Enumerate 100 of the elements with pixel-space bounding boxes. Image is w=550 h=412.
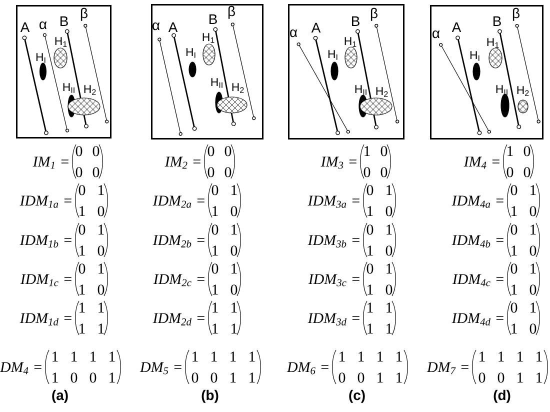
- matrix-entry: 0: [380, 146, 388, 156]
- matrix-entry: 0: [208, 146, 214, 156]
- matrix-entry: 1: [530, 185, 536, 195]
- matrix-entry: 0: [510, 302, 518, 313]
- matrix-entry: 1: [212, 206, 218, 216]
- panel-caption: (d): [494, 390, 510, 403]
- matrix-entry: 0: [510, 224, 518, 235]
- matrix-entry: 1: [368, 302, 373, 312]
- ellipse-label: H$_{I}$: [186, 48, 196, 58]
- matrix-entry: 1: [232, 185, 237, 195]
- matrix-entry: 1: [80, 324, 85, 334]
- matrix-name: IDM$_{3a}$ =: [308, 196, 360, 208]
- ellipse-label: H$_{1}$: [202, 33, 214, 43]
- line-label: β: [228, 6, 235, 19]
- matrix-entry: 0: [524, 167, 530, 178]
- matrix-entry: 1: [386, 302, 392, 312]
- matrix-name: IDM$_{2d}$ =: [152, 313, 204, 326]
- matrix-entry: 1: [480, 352, 485, 362]
- matrix-entry: 1: [98, 185, 104, 195]
- matrix-entry: 0: [478, 372, 486, 383]
- matrix-name: IDM$_{2a}$ =: [152, 196, 204, 208]
- matrix-name: IDM$_{3d}$ =: [308, 313, 360, 326]
- matrix-entry: 1: [530, 264, 536, 274]
- matrix-entry: 0: [76, 167, 82, 178]
- ellipse-label: H$_{II}$: [496, 85, 508, 95]
- matrix-entry: 0: [386, 246, 392, 256]
- matrix-name: IDM$_{3c}$ =: [308, 274, 360, 286]
- panel-frame: [430, 5, 544, 140]
- ellipse-label: H$_{I}$: [470, 51, 480, 61]
- matrix-name: IDM$_{2c}$ =: [153, 274, 204, 286]
- matrix-entry: 1: [396, 372, 402, 382]
- matrix-name: IDM$_{4a}$ =: [452, 196, 504, 208]
- ellipse-label: H$_{2}$: [84, 85, 96, 95]
- line-label: B: [60, 16, 68, 26]
- matrix-entry: 0: [230, 206, 238, 216]
- matrix-entry: 1: [386, 224, 392, 234]
- matrix-entry: 0: [530, 284, 536, 295]
- matrix-entry: 1: [512, 284, 517, 294]
- matrix-entry: 0: [230, 246, 238, 256]
- matrix-entry: 1: [378, 372, 383, 382]
- line-label: A: [168, 22, 178, 32]
- matrix-name: DM$_{4}$ =: [0, 362, 42, 374]
- ellipse-label: H$_{II}$: [63, 83, 74, 93]
- line-label: A: [452, 22, 462, 32]
- matrix-name: IM$_{3}$ =: [320, 156, 356, 169]
- line-label: β: [512, 8, 520, 21]
- matrix-entry: 0: [366, 185, 374, 196]
- matrix-entry: 1: [212, 246, 218, 256]
- ellipse-label: H$_{1}$: [55, 37, 67, 47]
- matrix-entry: 1: [536, 372, 542, 382]
- matrix-entry: 1: [364, 146, 370, 156]
- matrix-name: IM$_{4}$ =: [464, 156, 500, 169]
- ellipse-label: H$_{1}$: [344, 37, 356, 47]
- matrix-name: IDM$_{4c}$ =: [452, 274, 504, 286]
- matrix-entry: 0: [78, 185, 86, 196]
- matrix-entry: 1: [508, 146, 513, 156]
- ellipse-label: H$_{2}$: [517, 86, 529, 96]
- panel-caption: (a): [52, 390, 68, 403]
- panel-frame: [288, 4, 404, 140]
- matrix-entry: 1: [98, 302, 104, 312]
- matrix-entry: 0: [98, 246, 104, 256]
- matrix-entry: 1: [80, 206, 85, 216]
- line-label: α: [152, 22, 160, 30]
- matrix-entry: 0: [90, 372, 96, 383]
- matrix-entry: 0: [358, 372, 364, 383]
- matrix-entry: 1: [498, 352, 504, 362]
- line-label: β: [80, 8, 88, 21]
- matrix-entry: 0: [92, 146, 100, 156]
- matrix-entry: 0: [212, 224, 218, 235]
- matrix-entry: 1: [80, 284, 85, 294]
- matrix-entry: 1: [232, 264, 237, 274]
- matrix-entry: 0: [98, 284, 104, 295]
- matrix-entry: 0: [230, 284, 238, 295]
- matrix-entry: 0: [224, 146, 232, 156]
- matrix-name: IDM$_{3b}$ =: [308, 235, 360, 248]
- matrix-entry: 0: [498, 372, 504, 383]
- panel-frame: [16, 5, 112, 138]
- matrix-entry: 0: [524, 146, 530, 156]
- matrix-entry: 1: [386, 264, 392, 274]
- matrix-entry: 1: [368, 246, 373, 256]
- panel-frame: [151, 4, 264, 140]
- matrix-name: IDM$_{1d}$ =: [20, 313, 72, 326]
- line-label: B: [494, 16, 501, 26]
- matrix-entry: 0: [530, 246, 536, 256]
- ellipse-label: H$_{II}$: [211, 78, 222, 88]
- matrix-entry: 1: [80, 302, 85, 312]
- matrix-entry: 1: [368, 284, 373, 294]
- line-label: α: [290, 30, 298, 38]
- matrix-entry: 1: [386, 185, 392, 195]
- line-label: β: [370, 8, 378, 21]
- matrix-entry: 1: [110, 372, 115, 382]
- matrix-entry: 0: [366, 224, 374, 235]
- matrix-entry: 1: [232, 324, 237, 334]
- ellipse-label: H$_{1}$: [487, 38, 499, 48]
- matrix-entry: 1: [530, 224, 536, 234]
- matrix-entry: 1: [386, 324, 392, 334]
- matrix-entry: 1: [72, 352, 77, 362]
- matrix-entry: 1: [212, 352, 217, 362]
- matrix-entry: 0: [76, 146, 82, 156]
- matrix-entry: 0: [510, 185, 518, 196]
